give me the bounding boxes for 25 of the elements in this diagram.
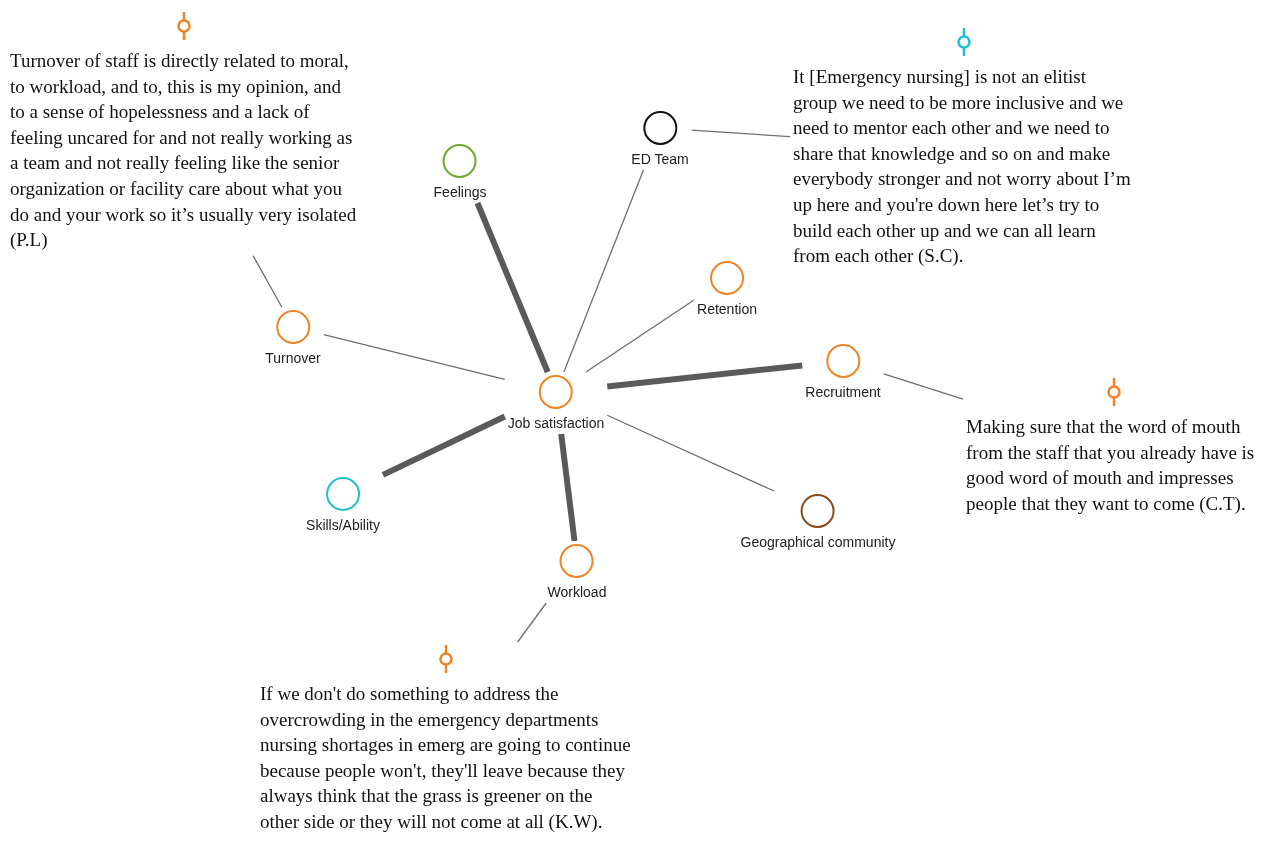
topic-label: Geographical community	[740, 534, 896, 550]
connector-line	[585, 299, 695, 373]
connector-line	[606, 414, 775, 492]
thick-connector-line	[606, 362, 803, 390]
topic-label: Skills/Ability	[306, 517, 380, 533]
connector-line	[563, 169, 645, 373]
quote-text: If we don't do something to address the overcrowding in the emergency departments nursing shortages in emerg are going to continue because people won't, they'll leave because they always think that the grass is greener on the other side or they will not come at all (K.W).	[260, 682, 632, 834]
topic-label: Turnover	[265, 350, 321, 366]
thick-connector-line	[381, 413, 507, 478]
connector-line	[883, 373, 964, 400]
connector-line	[517, 602, 547, 643]
topic-label: Recruitment	[805, 384, 881, 400]
quote-text: It [Emergency nursing] is not an elitist group we need to be more inclusive and we need to mentor each other and we need to share that knowledge and so on and make everybody stronger and not worry about I’m up here and you're down here let’s try to build each other up and we can all learn from each other (S.C).	[793, 65, 1132, 269]
topic-label: ED Team	[631, 151, 689, 167]
topic-label: Workload	[547, 584, 607, 600]
topic-label: Feelings	[433, 184, 487, 200]
topic-label: Retention	[697, 301, 757, 317]
connector-line	[691, 129, 791, 138]
quote-text: Making sure that the word of mouth from the staff that you already have is good word of mouth and impresses people that they want to come (C.T).	[966, 415, 1256, 516]
thick-connector-line	[474, 201, 551, 374]
topic-label: Job satisfaction	[507, 415, 605, 431]
connector-line	[323, 333, 506, 380]
thick-connector-line	[558, 433, 578, 542]
connector-line	[252, 255, 283, 308]
quote-text: Turnover of staff is directly related to moral, to workload, and to, this is my opinion, and to a sense of hopelessness and a lack of feeling uncared for and not really working as a team and not really feeling like the senior organization or facility care about what you do and your work so it’s usually very isolated (P.L)	[10, 49, 358, 253]
